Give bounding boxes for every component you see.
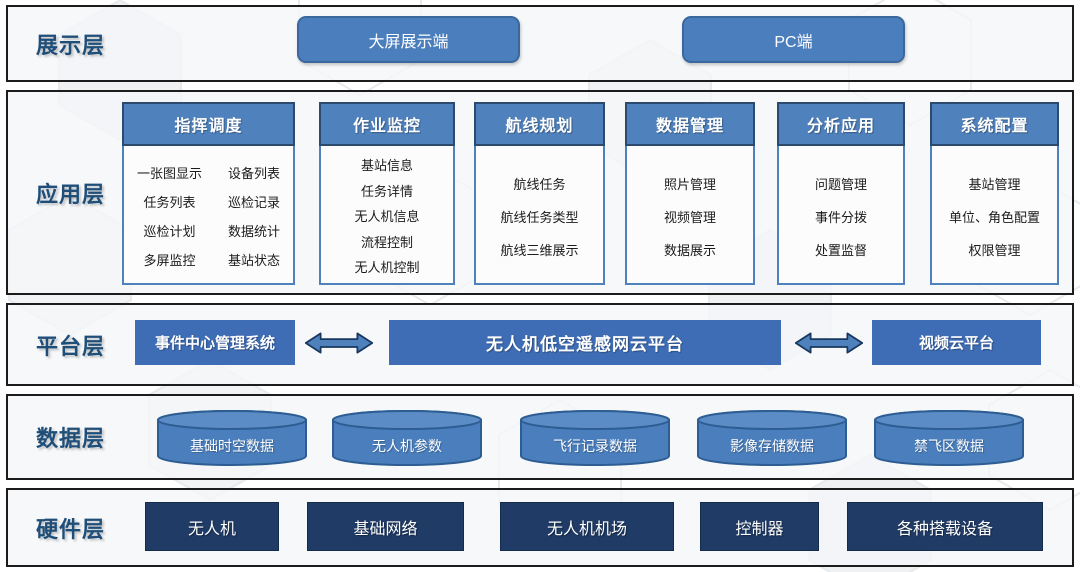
platform-layer-label: 平台层 (36, 333, 106, 359)
app-item: 流程控制 (360, 234, 413, 250)
controller-box: 控制器 (700, 502, 819, 551)
cylinder-label: 禁飞区数据 (914, 438, 984, 454)
app-column-body: 照片管理 视频管理 数据展示 (625, 146, 755, 285)
app-column-body: 问题管理 事件分拨 处置监督 (777, 146, 905, 285)
app-item: 任务列表 (143, 195, 196, 210)
app-column-command-dispatch: 指挥调度 一张图显示 任务列表 巡检计划 多屏监控 设备列表 巡检记录 数据统计… (122, 102, 295, 285)
app-column-header: 航线规划 (474, 102, 605, 146)
app-item: 巡检记录 (227, 195, 280, 210)
application-layer-label: 应用层 (36, 181, 106, 207)
double-arrow-icon (304, 332, 374, 354)
app-item: 设备列表 (227, 166, 280, 181)
app-item: 一张图显示 (136, 166, 202, 181)
app-item: 无人机控制 (354, 260, 420, 275)
app-item: 无人机信息 (354, 209, 420, 224)
app-item: 航线任务类型 (500, 210, 579, 225)
data-layer-label: 数据层 (36, 426, 106, 451)
app-column-data-management: 数据管理 照片管理 视频管理 数据展示 (625, 102, 755, 285)
video-cloud-platform-box: 视频云平台 (872, 320, 1041, 365)
app-column-analysis-application: 分析应用 问题管理 事件分拨 处置监督 (777, 102, 905, 285)
app-column-header: 指挥调度 (122, 102, 295, 146)
app-column-header: 作业监控 (319, 102, 455, 146)
app-item: 事件分拨 (814, 210, 867, 225)
cylinder-label: 基础时空数据 (190, 438, 274, 454)
bigscreen-display-box: 大屏展示端 (297, 16, 520, 63)
app-item: 视频管理 (663, 210, 716, 225)
cylinder-label: 影像存储数据 (730, 438, 814, 454)
uav-remote-sensing-cloud-platform-box: 无人机低空遥感网云平台 (389, 320, 781, 365)
double-arrow-icon (794, 332, 864, 354)
cylinder-shape-icon (520, 410, 670, 466)
app-column-body: 一张图显示 任务列表 巡检计划 多屏监控 设备列表 巡检记录 数据统计 基站状态 (122, 146, 295, 285)
app-column-body: 航线任务 航线任务类型 航线三维展示 (474, 146, 605, 285)
application-layer-band: 应用层 指挥调度 一张图显示 任务列表 巡检计划 多屏监控 设备列表 巡检记录 … (6, 90, 1074, 295)
app-column-operation-monitoring: 作业监控 基站信息 任务详情 无人机信息 流程控制 无人机控制 (319, 102, 455, 285)
database-cylinder: 禁飞区数据 (872, 409, 1026, 467)
database-cylinder: 影像存储数据 (695, 409, 849, 467)
app-item: 单位、角色配置 (948, 210, 1040, 225)
display-layer-label: 展示层 (36, 32, 106, 58)
cylinder-label: 飞行记录数据 (553, 438, 637, 454)
app-item: 照片管理 (663, 177, 716, 192)
app-item: 数据统计 (227, 224, 280, 239)
cylinder-shape-icon (874, 410, 1024, 466)
app-item: 问题管理 (814, 177, 867, 192)
app-column-header: 分析应用 (777, 102, 905, 146)
hardware-layer-band: 硬件层 无人机 基础网络 无人机机场 控制器 各种搭载设备 (6, 488, 1074, 567)
app-column-body: 基站信息 任务详情 无人机信息 流程控制 无人机控制 (319, 146, 455, 285)
uav-box: 无人机 (145, 502, 279, 551)
app-item: 处置监督 (814, 243, 867, 258)
data-layer-band: 数据层 基础时空数据 无人机参数 飞行记录数据 影像存储数据 禁 (6, 394, 1074, 480)
cylinder-shape-icon (697, 410, 847, 466)
app-item: 航线三维展示 (500, 243, 579, 258)
app-item-sublist: 一张图显示 任务列表 巡检计划 多屏监控 (137, 159, 202, 283)
app-item: 多屏监控 (143, 253, 196, 268)
app-item: 基站管理 (968, 177, 1021, 192)
display-layer-band: 展示层 大屏展示端 PC端 (6, 5, 1074, 82)
uav-airport-box: 无人机机场 (500, 502, 674, 551)
basic-network-box: 基础网络 (307, 502, 464, 551)
cylinder-shape-icon (332, 410, 482, 466)
app-item: 基站信息 (360, 158, 413, 173)
app-item-sublist: 设备列表 巡检记录 数据统计 基站状态 (228, 159, 280, 283)
app-item: 巡检计划 (143, 224, 196, 239)
cylinder-label: 无人机参数 (372, 438, 442, 454)
app-column-system-configuration: 系统配置 基站管理 单位、角色配置 权限管理 (930, 102, 1059, 285)
database-cylinder: 无人机参数 (330, 409, 484, 467)
pc-client-box: PC端 (682, 16, 905, 63)
cylinder-shape-icon (157, 410, 307, 466)
app-item: 任务详情 (360, 183, 413, 199)
app-column-header: 系统配置 (930, 102, 1059, 146)
payload-devices-box: 各种搭载设备 (847, 502, 1043, 551)
app-column-header: 数据管理 (625, 102, 755, 146)
database-cylinder: 飞行记录数据 (518, 409, 672, 467)
database-cylinder: 基础时空数据 (155, 409, 309, 467)
hardware-layer-label: 硬件层 (36, 516, 106, 542)
app-item: 基站状态 (227, 253, 280, 268)
app-item: 权限管理 (968, 243, 1021, 258)
app-column-route-planning: 航线规划 航线任务 航线任务类型 航线三维展示 (474, 102, 605, 285)
event-center-system-box: 事件中心管理系统 (135, 320, 295, 365)
app-item: 航线任务 (513, 177, 566, 192)
app-item: 数据展示 (663, 243, 716, 258)
platform-layer-band: 平台层 事件中心管理系统 无人机低空遥感网云平台 视频云平台 (6, 303, 1074, 386)
app-column-body: 基站管理 单位、角色配置 权限管理 (930, 146, 1059, 285)
